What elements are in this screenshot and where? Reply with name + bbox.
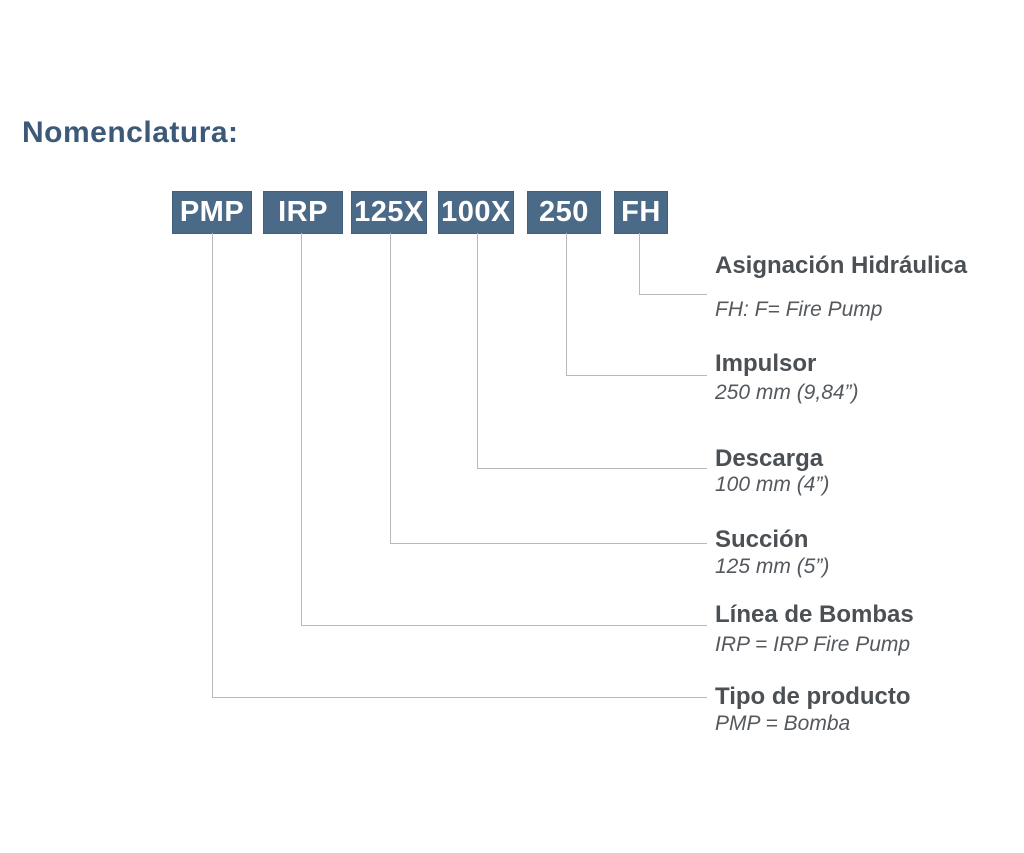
connector-line-100x (477, 233, 707, 469)
legend-title-descarga: Descarga (715, 445, 824, 472)
code-box-pmp: PMP (172, 191, 252, 234)
connector-line-pmp (212, 233, 707, 698)
connector-line-irp (301, 233, 707, 626)
legend-subtitle-asignacion-hidraulica: FH: F= Fire Pump (715, 298, 883, 321)
legend-title-impulsor: Impulsor (715, 350, 817, 377)
legend-subtitle-tipo-de-producto: PMP = Bomba (715, 712, 851, 735)
legend-subtitle-descarga: 100 mm (4”) (715, 473, 830, 496)
connector-line-125x (390, 233, 707, 544)
legend-subtitle-succion: 125 mm (5”) (715, 555, 830, 578)
legend-title-linea-de-bombas: Línea de Bombas (715, 601, 914, 628)
code-box-irp: IRP (263, 191, 343, 234)
legend-title-tipo-de-producto: Tipo de producto (715, 683, 911, 710)
code-box-100x: 100X (438, 191, 514, 234)
legend-subtitle-impulsor: 250 mm (9,84”) (715, 381, 859, 404)
legend-title-asignacion-hidraulica: Asignación Hidráulica (715, 252, 968, 279)
page-title: Nomenclatura: (22, 116, 239, 149)
connector-line-250 (566, 233, 707, 376)
legend-title-succion: Succión (715, 526, 809, 553)
connector-line-fh (639, 233, 707, 295)
code-box-250: 250 (527, 191, 601, 234)
code-box-fh: FH (614, 191, 668, 234)
code-box-125x: 125X (351, 191, 427, 234)
legend-subtitle-linea-de-bombas: IRP = IRP Fire Pump (715, 633, 911, 656)
